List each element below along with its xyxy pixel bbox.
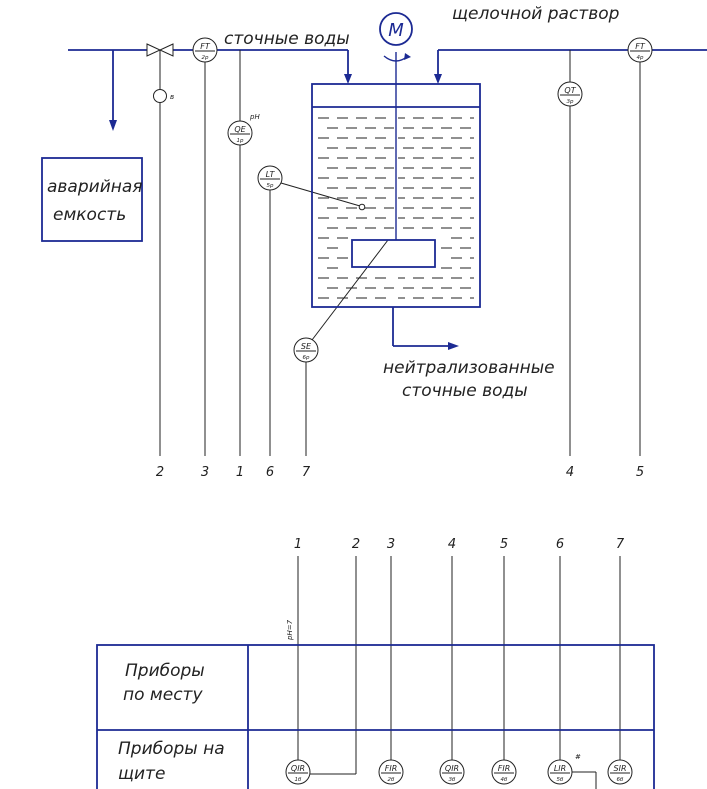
panel-instrument-pos: 2б	[388, 777, 395, 783]
panel-instrument-qir-3b: QIR 3б	[439, 759, 465, 785]
level-probe-point	[358, 203, 366, 211]
instrument-lt-5p-name: LT	[266, 170, 276, 179]
instrument-ft-2p-pos: 2р	[202, 55, 209, 61]
emergency-tank-label-1: аварийная	[47, 177, 143, 197]
panel-instrument-name: FIR	[385, 764, 398, 773]
emergency-tank	[41, 157, 143, 242]
panel-instrument-name: QIR	[445, 764, 459, 773]
line-number: 1	[294, 537, 302, 552]
wastewater-label: сточные воды	[224, 29, 350, 49]
panel-instrument-name: SIR	[614, 764, 627, 773]
speed-sensor-line	[311, 239, 389, 341]
inlet-arrow-icon	[344, 74, 352, 84]
motor-label: M	[388, 20, 404, 41]
line-number: 2	[156, 465, 164, 480]
line-number: 3	[387, 537, 395, 552]
instrument-ft-2p	[192, 37, 218, 63]
panel-instrument-pos: 6б	[617, 777, 624, 783]
panel-instrument-fir-2b: FIR 2б	[378, 759, 404, 785]
panel-instrument-pos: 3б	[449, 777, 456, 783]
table-row1-label-2: по месту	[123, 685, 203, 705]
line-number: 3	[201, 465, 209, 480]
instrument-ft-4p-name: FT	[635, 42, 646, 51]
panel-instrument-pos: 1б	[295, 777, 302, 783]
line-number: 4	[566, 465, 574, 480]
instrument-se-6p-pos: 6р	[303, 355, 310, 361]
valve-icon-right	[158, 43, 174, 57]
table-row2-label-1: Приборы на	[118, 739, 225, 759]
panel-instrument-fir-4b: FIR 4б	[491, 759, 517, 785]
hash-note: #	[575, 753, 581, 761]
ph-note: pH	[249, 113, 260, 121]
table-row1-label-1: Приборы	[125, 661, 205, 681]
panel-instrument-name: QIR	[291, 764, 305, 773]
instrument-lt-5p-pos: 5р	[267, 183, 274, 189]
instrument-ft-4p-pos: 4р	[637, 55, 644, 61]
panel-instrument-pos: 5б	[557, 777, 564, 783]
level-probe-line	[280, 182, 361, 207]
panel-instrument-pos: 4б	[501, 777, 508, 783]
panel-instrument-lir-5b: LIR 5б	[547, 759, 573, 785]
line-number: 4	[448, 537, 456, 552]
motor-icon	[379, 12, 413, 46]
panel-instrument-sir-6b: SIR 6б	[607, 759, 633, 785]
valve-actuator-icon	[153, 89, 167, 103]
line-number: 6	[266, 465, 274, 480]
line-number: 5	[500, 537, 508, 552]
valve-ref-label: в	[170, 93, 174, 101]
neutralized-label-2: сточные воды	[402, 381, 528, 401]
instrument-table	[96, 644, 655, 789]
tank-liquid	[318, 117, 474, 299]
emergency-arrow-icon	[109, 120, 117, 131]
line-number: 6	[556, 537, 564, 552]
line-number: 5	[636, 465, 644, 480]
emergency-tank-label-2: емкость	[53, 205, 126, 225]
mixer-impeller	[351, 239, 436, 268]
rotation-arrowhead	[404, 53, 411, 60]
outlet-arrow-icon	[448, 342, 459, 350]
alkaline-arrow-icon	[434, 74, 442, 84]
instrument-se-6p-name: SE	[301, 342, 312, 351]
instrument-qe-1p-name: QE	[234, 125, 246, 134]
line-number: 1	[236, 465, 244, 480]
instrument-qt-3p-pos: 3р	[567, 99, 574, 105]
line-number: 2	[352, 537, 360, 552]
line-number: 7	[616, 537, 625, 552]
instrument-ft-2p-name: FT	[200, 42, 211, 51]
panel-instrument-qir-1b: QIR 1б	[285, 759, 311, 785]
alkaline-label: щелочной раствор	[452, 4, 620, 24]
instrument-qe-1p-pos: 1р	[237, 138, 244, 144]
ph7-note: pH=7	[286, 619, 294, 641]
line-number: 7	[302, 465, 311, 480]
panel-instrument-name: FIR	[498, 764, 511, 773]
valve-icon-left	[146, 43, 162, 57]
instrument-qt-3p-name: QT	[564, 86, 576, 95]
neutralized-label-1: нейтрализованные	[383, 358, 555, 378]
table-row2-label-2: щите	[118, 764, 165, 784]
panel-instrument-name: LIR	[554, 764, 566, 773]
